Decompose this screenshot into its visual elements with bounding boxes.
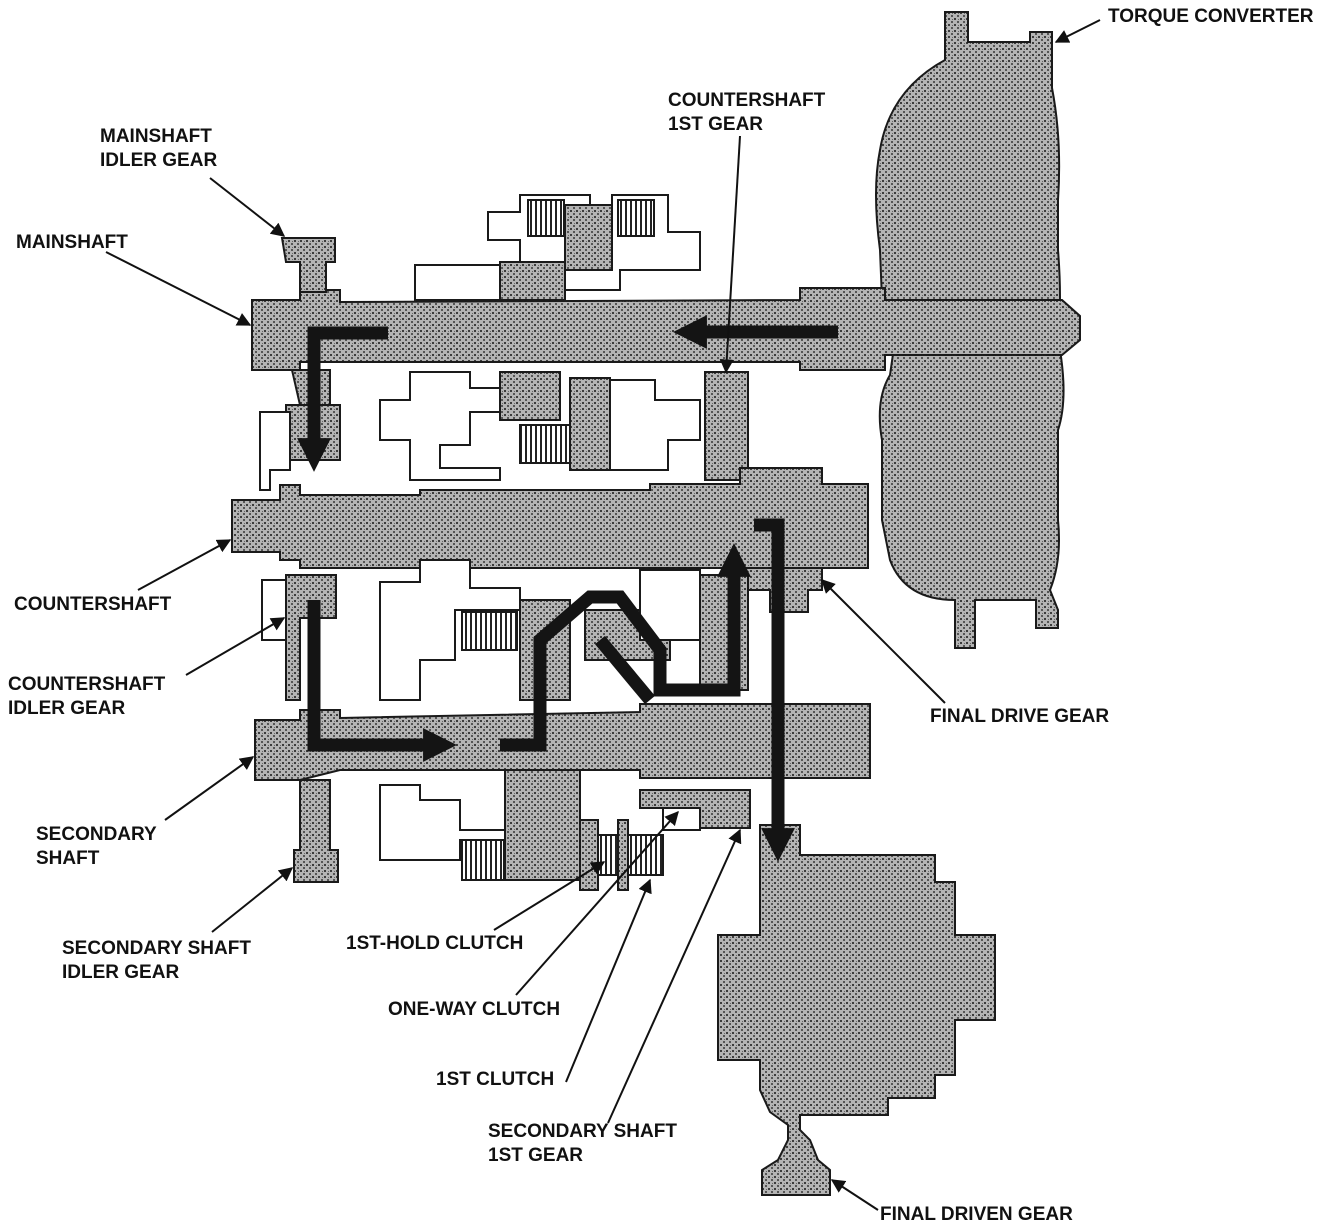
power-flow-path (297, 315, 838, 862)
label-final-driven-gear: FINAL DRIVEN GEAR (880, 1204, 1073, 1225)
label-one-way-clutch: ONE-WAY CLUTCH (388, 999, 560, 1020)
label-torque-converter: TORQUE CONVERTER (1108, 6, 1314, 27)
label-countershaft-idler-gear: COUNTERSHAFT IDLER GEAR (8, 674, 171, 719)
label-final-drive-gear: FINAL DRIVE GEAR (930, 706, 1109, 727)
label-countershaft: COUNTERSHAFT (14, 594, 172, 615)
label-secondary-shaft-1st-gear: SECONDARY SHAFT 1ST GEAR (488, 1121, 682, 1166)
countershaft-clutch-assembly (259, 371, 749, 491)
callout-leaders (105, 19, 1101, 1211)
label-mainshaft-idler-gear: MAINSHAFT IDLER GEAR (100, 126, 217, 171)
secondary-shaft-clutch-assembly (261, 559, 749, 701)
lower-clutch-pack (379, 769, 751, 891)
label-mainshaft: MAINSHAFT (16, 232, 128, 253)
final-driven-gear-assembly (717, 824, 996, 1196)
callout-labels: TORQUE CONVERTER COUNTERSHAFT 1ST GEAR M… (8, 6, 1314, 1225)
label-secondary-shaft: SECONDARY SHAFT (36, 824, 162, 869)
label-1st-hold-clutch: 1ST-HOLD CLUTCH (346, 933, 523, 954)
label-secondary-shaft-idler-gear: SECONDARY SHAFT IDLER GEAR (62, 938, 256, 983)
secondary-shaft (254, 703, 871, 883)
label-countershaft-1st-gear: COUNTERSHAFT 1ST GEAR (668, 90, 831, 135)
mainshaft (251, 237, 1081, 461)
mainshaft-clutch-assembly (414, 194, 701, 301)
label-1st-clutch: 1ST CLUTCH (436, 1069, 554, 1090)
